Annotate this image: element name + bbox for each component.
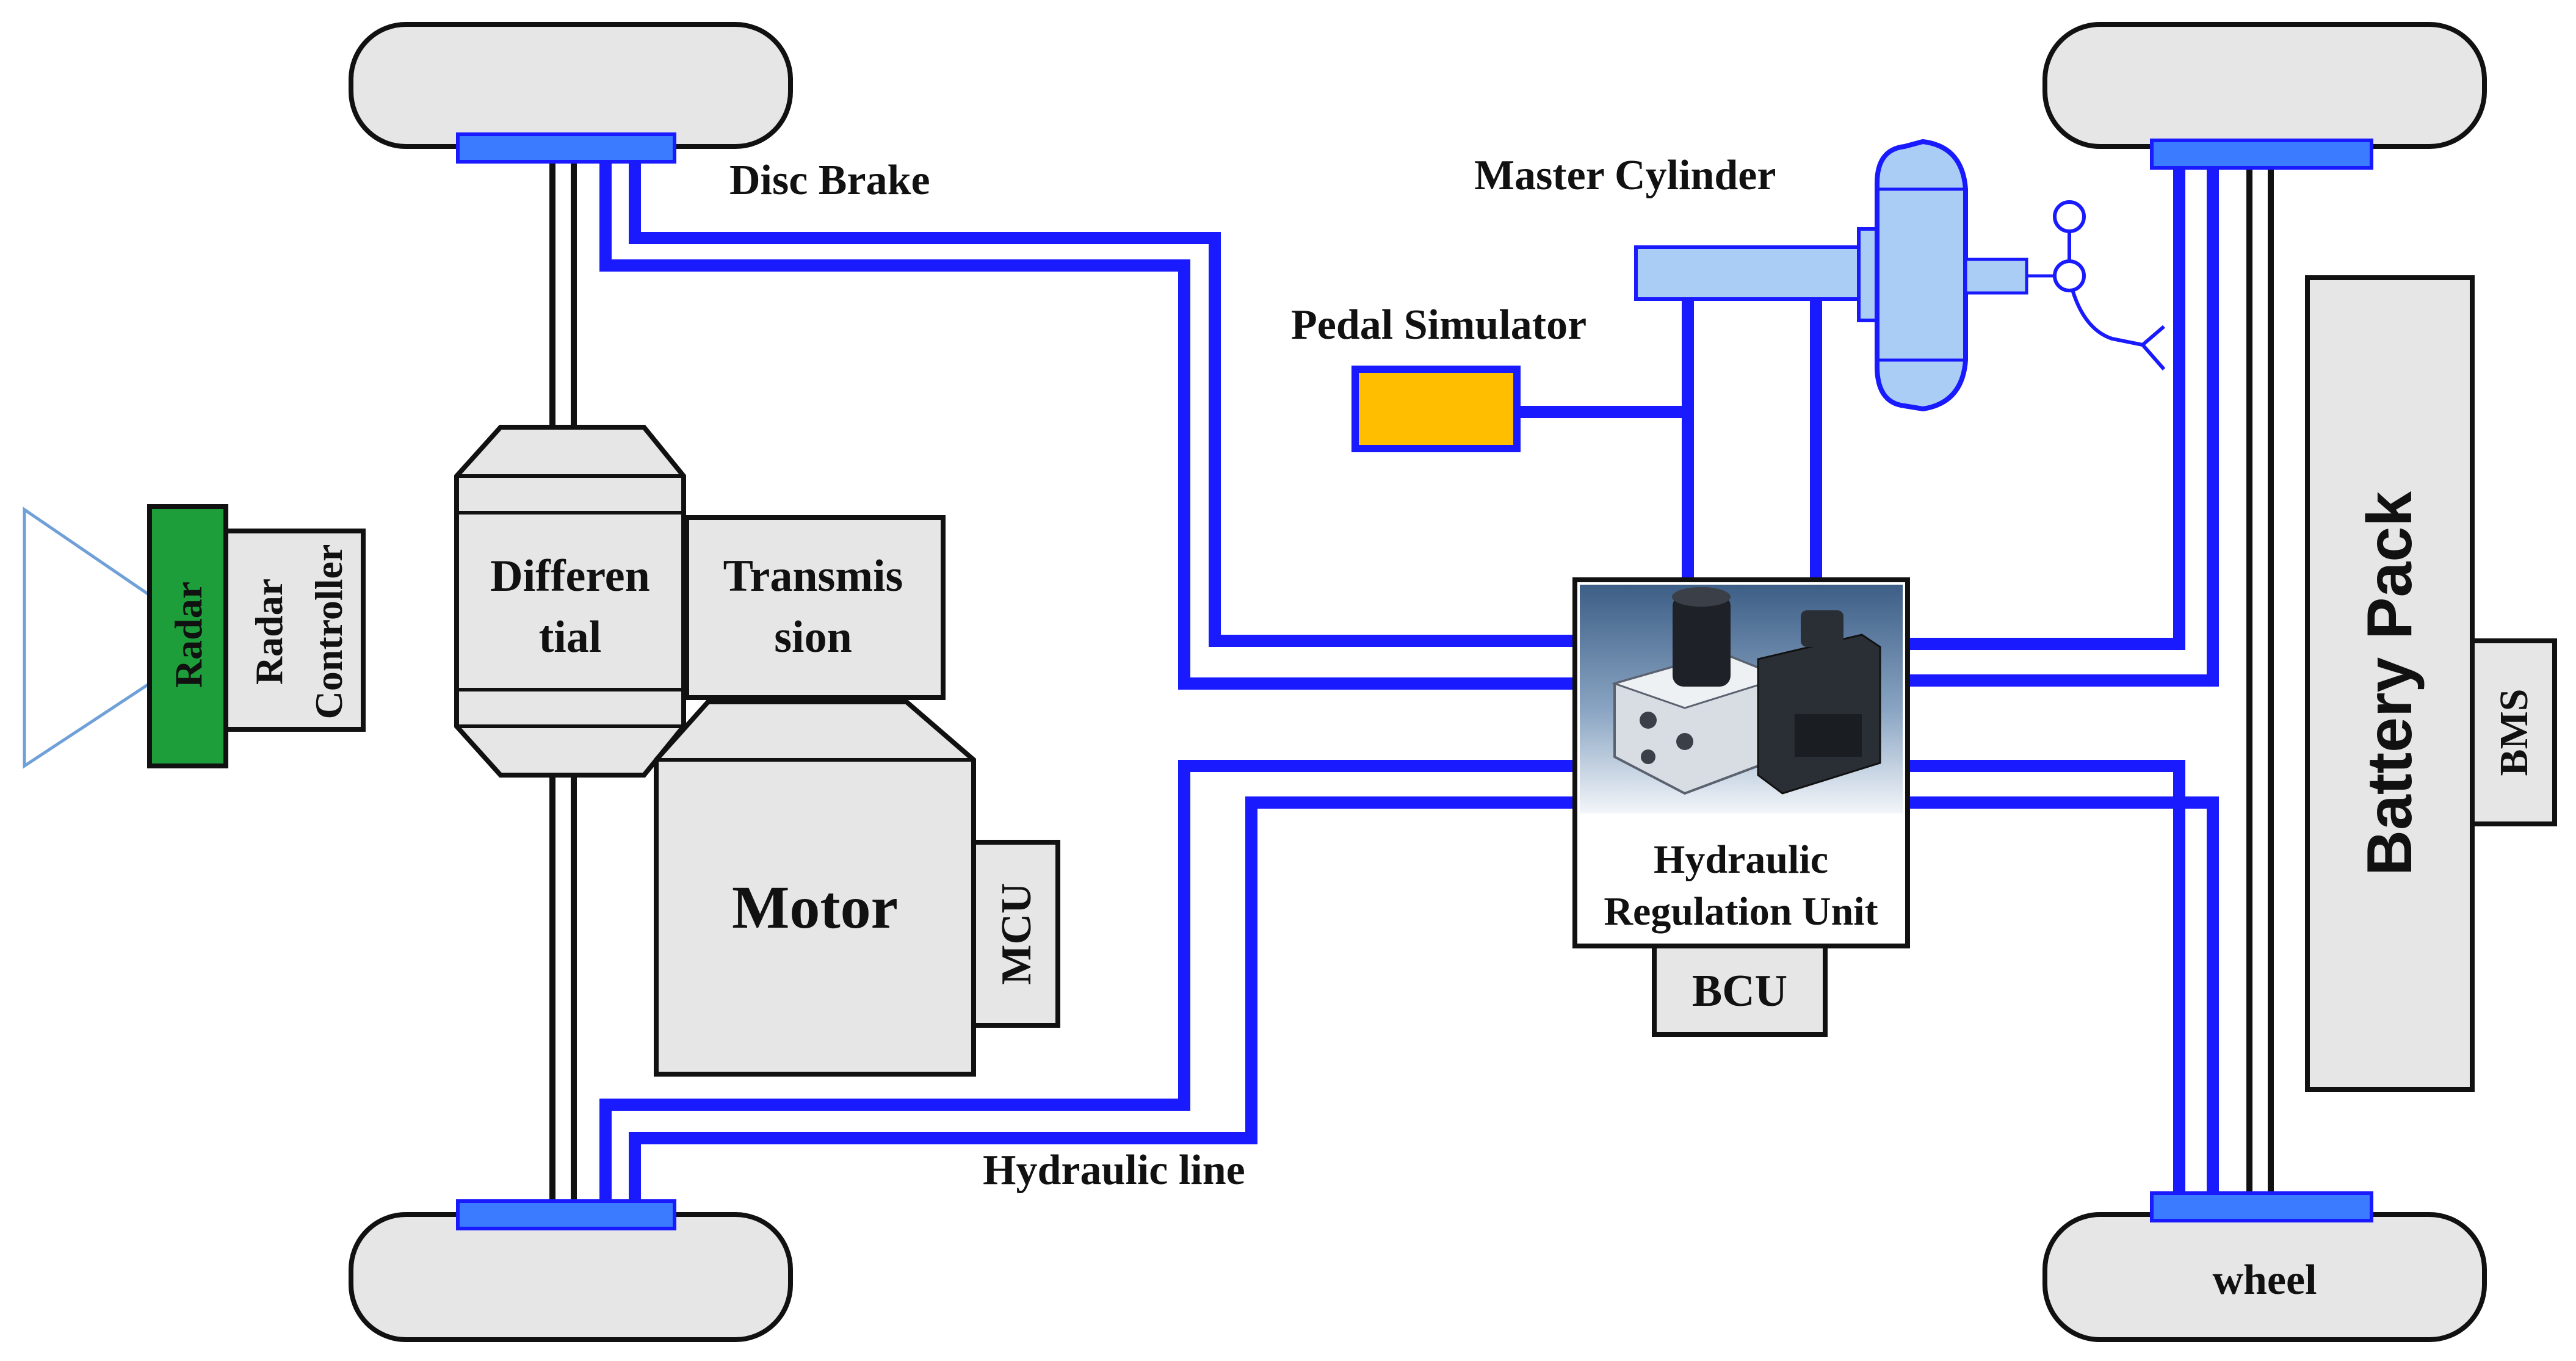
- pedal-simulator-box[interactable]: [1351, 366, 1521, 452]
- hydraulic-lines: [599, 150, 2219, 1205]
- brake-pedal-pad[interactable]: [2141, 325, 2165, 347]
- wheel-label: wheel: [2212, 1257, 2317, 1304]
- bcu-box[interactable]: [1652, 944, 1828, 1037]
- hydraulic-line-fl-inner: [599, 150, 1575, 690]
- battery-pack-label: Battery Pack: [2354, 491, 2425, 876]
- mcu-box[interactable]: [971, 840, 1060, 1028]
- radar-controller-label-2: Controller: [307, 544, 350, 720]
- disc-brake-front-left: [456, 132, 676, 164]
- radar-controller-label-1: Radar: [247, 579, 291, 685]
- disc-brake-rear-right: [2150, 1191, 2373, 1222]
- pushrod: [1964, 258, 2028, 295]
- bms-box[interactable]: [2470, 638, 2557, 826]
- hydraulic-line-fl-outer: [629, 150, 1575, 647]
- transmission-label-2: sion: [774, 612, 852, 662]
- radar-label: Radar: [167, 582, 210, 688]
- wheel-front-right[interactable]: [2042, 22, 2487, 149]
- wheel-rear-left[interactable]: [349, 1212, 793, 1342]
- brake-pedal-arm[interactable]: [2071, 289, 2166, 370]
- master-cylinder-label: Master Cylinder: [1474, 152, 1776, 199]
- wheel-front-left[interactable]: [349, 22, 793, 149]
- disc-brake-front-right: [2150, 139, 2373, 170]
- bms-label: BMS: [2492, 688, 2536, 776]
- pedal-pivot: [2053, 259, 2086, 292]
- brake-booster[interactable]: [1875, 139, 1968, 412]
- hru-label-1: Hydraulic: [1654, 837, 1828, 882]
- differential-label-2: tial: [539, 612, 602, 662]
- hru-photo: [1580, 585, 1903, 814]
- radar-box[interactable]: [147, 504, 228, 768]
- hydraulic-line-rr-inner: [1908, 796, 2219, 1205]
- motor-label: Motor: [732, 873, 898, 941]
- pedal-pivot-top: [2053, 200, 2086, 233]
- radar-cone: [23, 507, 151, 769]
- transmission-label-1: Transmis: [723, 551, 903, 601]
- transmission-box[interactable]: [684, 515, 946, 700]
- hydraulic-line-fr-inner: [1908, 156, 2219, 687]
- differential-label-1: Differen: [490, 551, 650, 601]
- master-cylinder-body[interactable]: [1634, 245, 1870, 301]
- hydraulic-line-fr-outer: [1908, 156, 2185, 650]
- hydraulic-line-rl-outer: [599, 760, 1575, 1205]
- mcu-label: MCU: [993, 883, 1040, 984]
- differential-box[interactable]: [454, 425, 686, 778]
- battery-pack-box[interactable]: [2305, 275, 2475, 1092]
- pedal-simulator-label: Pedal Simulator: [1291, 301, 1586, 348]
- right-axle-shaft: [2246, 159, 2274, 1208]
- hru-label-2: Regulation Unit: [1604, 889, 1878, 934]
- bcu-label: BCU: [1692, 966, 1787, 1016]
- hydraulic-line-rr-outer: [1908, 760, 2185, 1205]
- hydraulic-line-rl-inner: [629, 796, 1575, 1205]
- disc-brake-rear-left: [456, 1199, 676, 1230]
- disc-brake-label: Disc Brake: [729, 157, 930, 204]
- hydraulic-line-label: Hydraulic line: [983, 1147, 1245, 1194]
